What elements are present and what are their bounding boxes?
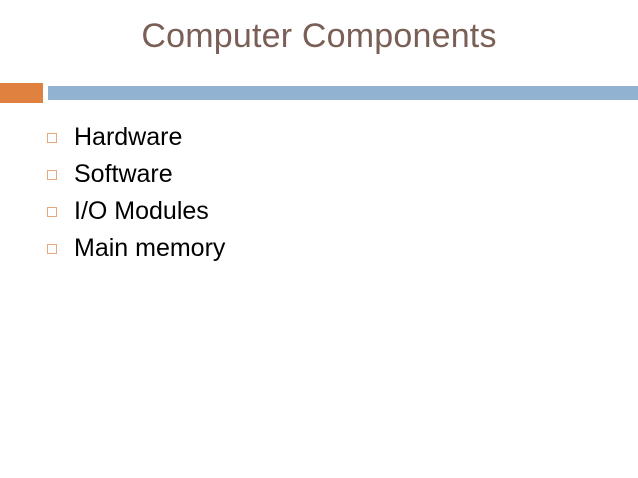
list-item-label: Main memory xyxy=(74,233,226,262)
divider-orange-block xyxy=(0,83,43,103)
list-item: Main memory xyxy=(47,229,587,266)
square-bullet-icon xyxy=(47,169,57,180)
square-bullet-icon xyxy=(47,132,57,143)
square-bullet-icon xyxy=(47,243,57,254)
list-item: I/O Modules xyxy=(47,192,587,229)
list-item-label: Hardware xyxy=(74,122,183,151)
list-item: Hardware xyxy=(47,118,587,155)
list-item: Software xyxy=(47,155,587,192)
divider-blue-bar xyxy=(48,86,638,100)
title-divider xyxy=(0,83,638,103)
bullet-list: Hardware Software I/O Modules Main memor… xyxy=(47,118,587,266)
list-item-label: Software xyxy=(74,159,173,188)
square-bullet-icon xyxy=(47,206,57,217)
list-item-label: I/O Modules xyxy=(74,196,209,225)
page-title: Computer Components xyxy=(141,17,497,55)
